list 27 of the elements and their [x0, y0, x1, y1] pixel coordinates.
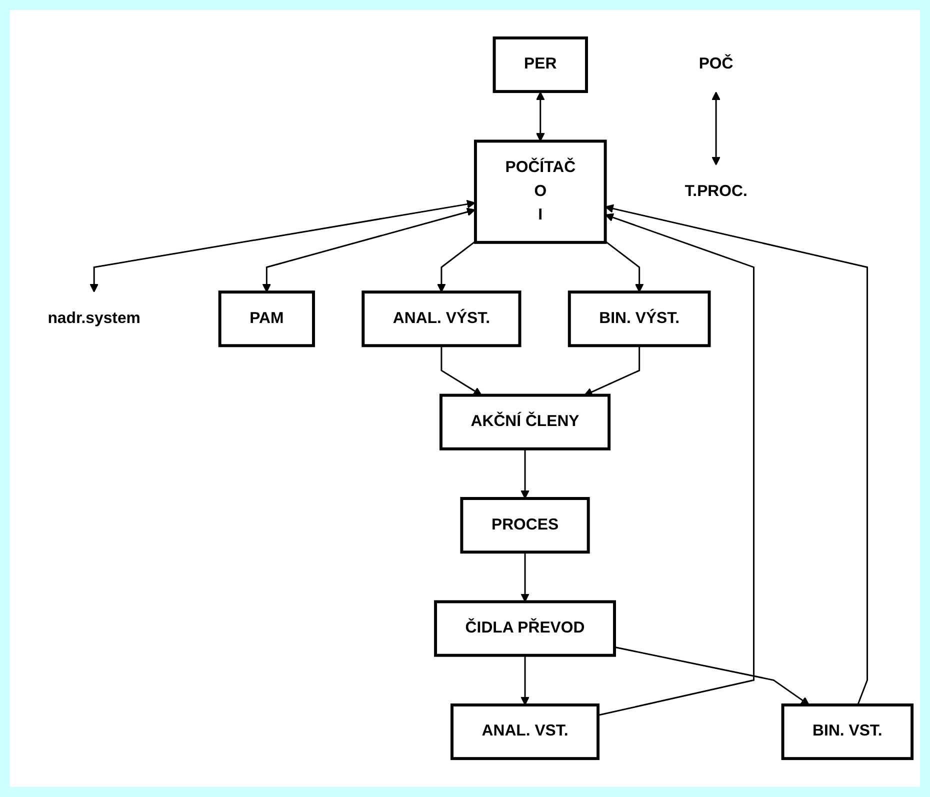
- arrow: [90, 200, 476, 293]
- arrow: [520, 449, 530, 500]
- node-text: T.PROC.: [684, 183, 748, 200]
- arrow: [604, 204, 868, 706]
- arrow: [584, 346, 640, 396]
- arrow: [598, 214, 755, 716]
- arrow: [604, 240, 644, 293]
- node-text: nadr.system: [48, 310, 140, 328]
- node-box: PER: [492, 36, 588, 94]
- node-box: PAM: [218, 290, 315, 348]
- arrow: [437, 240, 476, 293]
- node-box: ANAL. VÝST.: [362, 290, 522, 348]
- node-text: POČ: [698, 56, 734, 73]
- arrow: [614, 646, 810, 706]
- arrow: [536, 92, 545, 142]
- node-box: BIN. VÝST.: [568, 290, 711, 348]
- node-box: ČIDLA PŘEVOD: [434, 600, 616, 658]
- node-box: AKČNÍ ČLENY: [439, 394, 611, 451]
- node-box: ANAL. VST.: [450, 704, 600, 760]
- arrow: [262, 208, 476, 293]
- arrow: [520, 552, 530, 602]
- node-box: PROCES: [460, 497, 590, 554]
- node-box: BIN. VST.: [781, 704, 914, 760]
- arrow: [440, 346, 482, 396]
- node-box: POČÍTAČ O I: [474, 140, 607, 244]
- arrow: [712, 92, 720, 166]
- arrow: [520, 656, 530, 706]
